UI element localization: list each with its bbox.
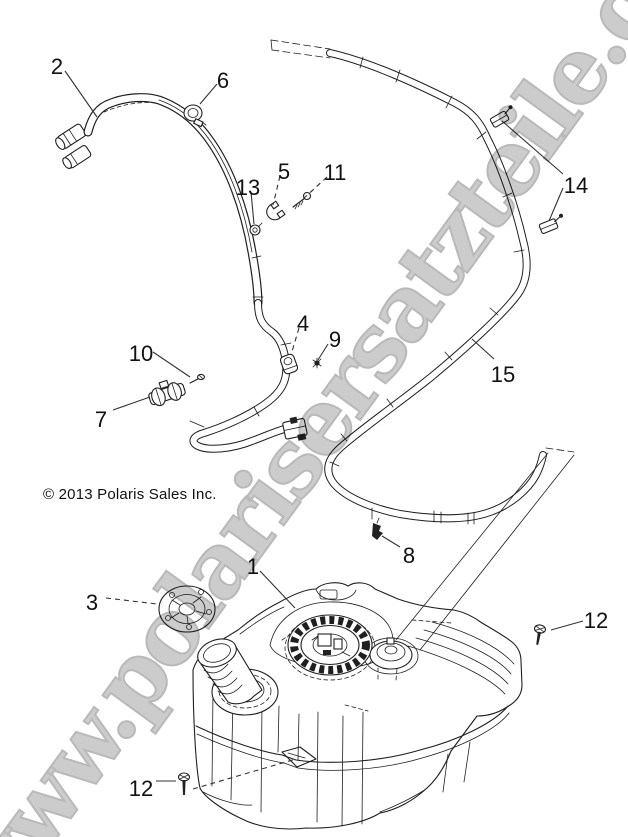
leader-line-12 bbox=[550, 620, 584, 631]
leader-line-15 bbox=[471, 338, 495, 360]
leader-line-12 bbox=[192, 758, 297, 790]
clamp-5 bbox=[266, 200, 286, 221]
callout-7: 7 bbox=[95, 407, 107, 432]
fuel-pump bbox=[284, 614, 376, 681]
leader-line-8 bbox=[381, 535, 401, 548]
leader-line-13 bbox=[250, 191, 255, 225]
callout-5: 5 bbox=[278, 159, 290, 184]
hose-end-fitting bbox=[282, 416, 308, 441]
leader-line-4 bbox=[290, 327, 300, 356]
leader-line-7 bbox=[112, 396, 151, 411]
leader-line-1 bbox=[259, 570, 296, 609]
callout-11: 11 bbox=[324, 160, 347, 185]
callout-6: 6 bbox=[217, 68, 229, 93]
callout-13: 13 bbox=[236, 175, 260, 200]
clamp-4 bbox=[279, 353, 299, 375]
bolt-11 bbox=[292, 191, 312, 210]
leader-line-10 bbox=[152, 351, 191, 378]
callout-9: 9 bbox=[329, 327, 341, 352]
filler-neck bbox=[197, 638, 279, 716]
callout-4: 4 bbox=[297, 311, 309, 336]
fuel-cap-3 bbox=[158, 585, 216, 633]
callout-14: 14 bbox=[564, 173, 588, 198]
callout-12: 12 bbox=[129, 776, 153, 801]
callout-12: 12 bbox=[584, 608, 608, 633]
leader-line-5 bbox=[272, 175, 281, 206]
nut-13 bbox=[249, 222, 263, 236]
callout-1: 1 bbox=[247, 554, 259, 579]
screw-12-bottom bbox=[177, 772, 191, 795]
screw-10 bbox=[189, 373, 205, 384]
leader-line-11 bbox=[302, 176, 328, 200]
clamp-7 bbox=[148, 379, 186, 407]
callout-15: 15 bbox=[491, 362, 515, 387]
leader-line-3 bbox=[105, 597, 158, 605]
leader-line-6 bbox=[199, 83, 218, 105]
clip-8 bbox=[372, 517, 383, 540]
hose-15 bbox=[270, 39, 575, 651]
leader-line-14 bbox=[501, 120, 564, 175]
clamps-14 bbox=[489, 105, 564, 234]
vent-fitting bbox=[369, 637, 413, 670]
callout-8: 8 bbox=[403, 543, 415, 568]
screw-9 bbox=[312, 357, 322, 369]
copyright-text: © 2013 Polaris Sales Inc. bbox=[43, 486, 217, 503]
callout-3: 3 bbox=[86, 590, 98, 615]
leader-line-9 bbox=[317, 343, 329, 361]
callout-2: 2 bbox=[51, 54, 63, 79]
screw-12-right bbox=[533, 624, 547, 645]
clamp-6 bbox=[183, 104, 207, 128]
callout-10: 10 bbox=[129, 341, 153, 366]
fuel-tank-1 bbox=[192, 582, 523, 830]
leader-line-14 bbox=[548, 187, 564, 222]
leader-line-2 bbox=[64, 70, 98, 118]
